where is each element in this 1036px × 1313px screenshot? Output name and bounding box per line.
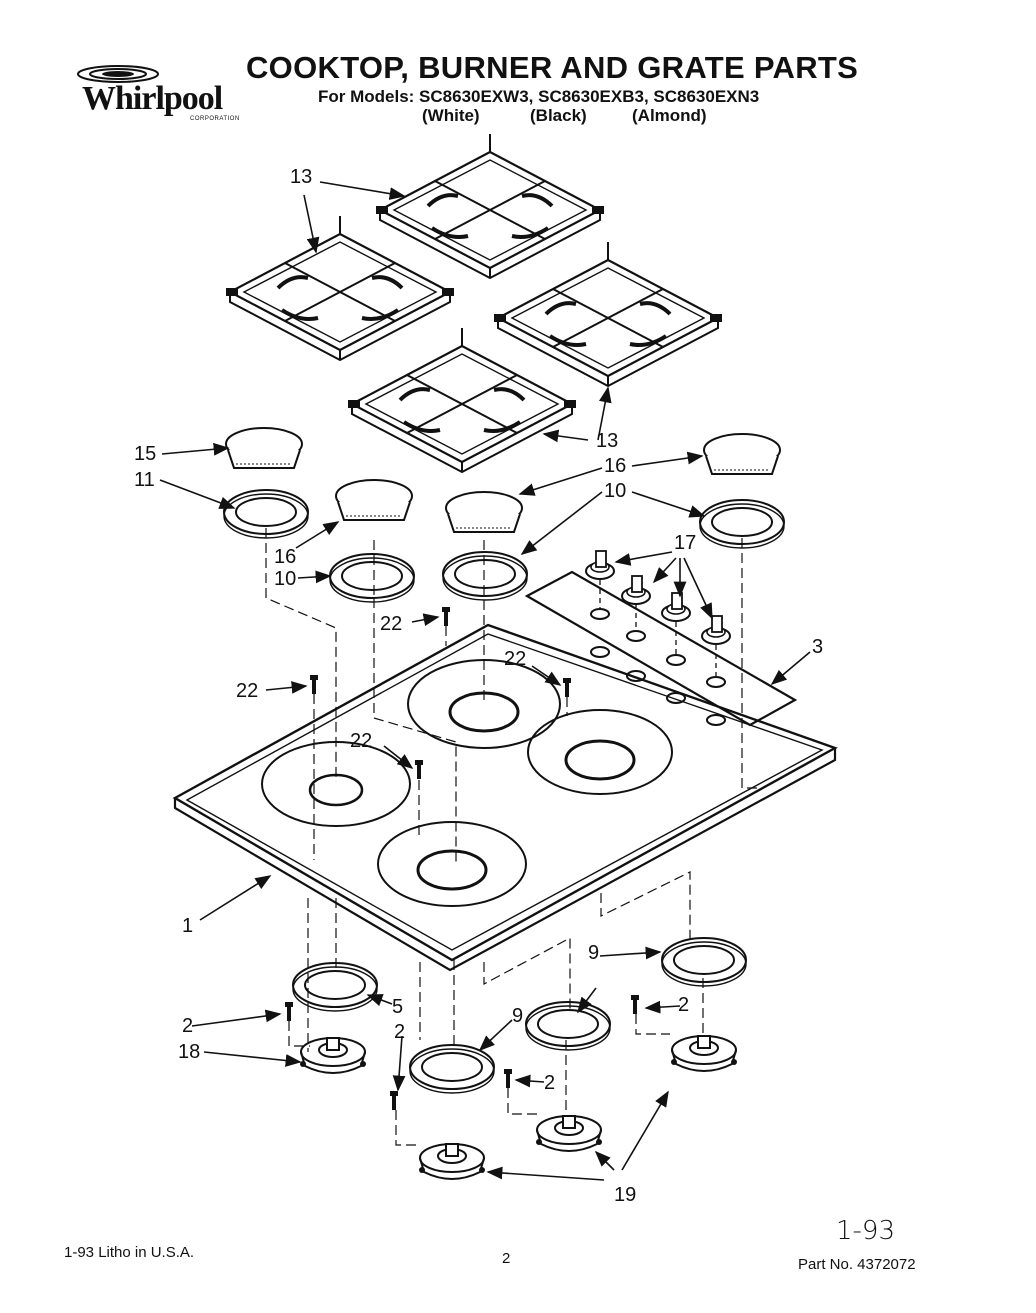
burner-cap-small [225, 427, 303, 469]
callout-9-center: 9 [512, 1005, 524, 1027]
screw-2-c [502, 1067, 514, 1090]
callout-5: 5 [392, 996, 404, 1018]
callout-2-lower: 2 [544, 1072, 556, 1094]
callout-22-d: 22 [350, 730, 373, 752]
screw-22-c [308, 673, 320, 696]
burner-ring-left [329, 553, 415, 603]
callout-9-right: 9 [588, 942, 600, 964]
control-knob-2 [621, 575, 651, 605]
color-black: (Black) [530, 106, 587, 125]
callout-22-c: 22 [236, 680, 259, 702]
screw-22-d [413, 758, 425, 781]
page-title: COOKTOP, BURNER AND GRATE PARTS [246, 50, 859, 85]
color-almond: (Almond) [632, 106, 707, 125]
burner-cap-left [335, 479, 413, 521]
burner-cap-right [703, 433, 781, 475]
logo-corporation: CORPORATION [190, 116, 240, 122]
burner-cap-center [445, 491, 523, 533]
color-white: (White) [422, 106, 480, 125]
callout-10-right: 10 [604, 480, 627, 502]
callout-13-bottom: 13 [596, 430, 619, 452]
whirlpool-logo: Whirlpool CORPORATION [70, 62, 245, 130]
burner-base-ring-5 [292, 962, 378, 1012]
burner-base-ring-9-a [409, 1044, 495, 1094]
screw-2-b [388, 1089, 400, 1112]
burner-base-19-a [670, 1035, 738, 1072]
logo-wordmark: Whirlpool [82, 80, 223, 117]
burner-base-19-b [535, 1115, 603, 1152]
screw-2-a [283, 1000, 295, 1023]
callout-16-left: 16 [274, 546, 297, 568]
grate-front [346, 326, 578, 474]
callout-10-left: 10 [274, 568, 297, 590]
callout-17: 17 [674, 532, 697, 554]
control-knob-1 [585, 550, 615, 580]
callout-18: 18 [178, 1041, 201, 1063]
page-number: 2 [502, 1250, 511, 1267]
burner-base-ring-9-b [525, 1001, 611, 1051]
screw-2-d [629, 993, 641, 1016]
burner-base-19-c [418, 1143, 486, 1180]
callout-19: 19 [614, 1184, 637, 1206]
callout-1: 1 [182, 915, 194, 937]
part-number: Part No. 4372072 [798, 1256, 916, 1273]
cooktop-body [172, 623, 838, 972]
models-line: For Models: SC8630EXW3, SC8630EXB3, SC86… [318, 87, 760, 106]
control-knob-3 [661, 592, 691, 622]
grate-right [492, 240, 724, 388]
callout-16-right: 16 [604, 455, 627, 477]
logo-swirl-icon [77, 65, 159, 83]
callout-2-right: 2 [678, 994, 690, 1016]
callout-22-b: 22 [504, 648, 527, 670]
burner-base-ring-9-c [661, 937, 747, 987]
callout-11: 11 [134, 469, 155, 491]
handwritten-date: 1-93 [836, 1216, 896, 1246]
callout-15: 15 [134, 443, 157, 465]
grate-back-center [374, 132, 606, 280]
callout-2-left: 2 [182, 1015, 194, 1037]
callout-2-center: 2 [394, 1021, 406, 1043]
callout-22-a: 22 [380, 613, 403, 635]
litho-note: 1-93 Litho in U.S.A. [64, 1244, 195, 1261]
callout-3: 3 [812, 636, 824, 658]
screw-22-b [561, 676, 573, 699]
grate-left [224, 214, 456, 362]
control-knob-4 [701, 615, 731, 645]
callout-13-top: 13 [290, 166, 313, 188]
screw-22-a [440, 605, 452, 628]
burner-base-18 [299, 1037, 367, 1074]
burner-ring-center [442, 551, 528, 601]
